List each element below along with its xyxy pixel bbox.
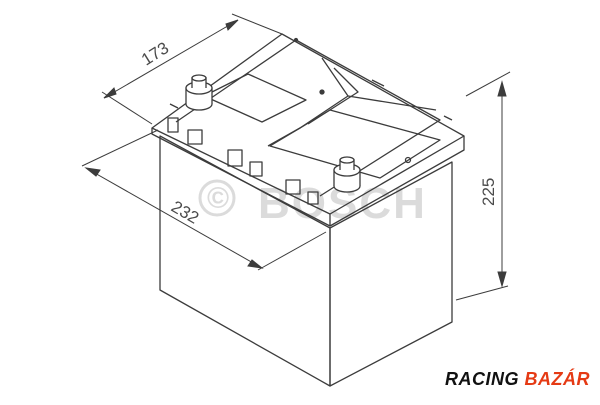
lid-latch-2 — [187, 129, 203, 145]
battery-lid — [151, 33, 465, 227]
terminal-right-icon — [333, 156, 361, 193]
ext-line-depth-a — [101, 91, 153, 125]
lid-rim-front — [151, 128, 331, 227]
dim-line-length — [85, 167, 263, 269]
copyright-circle-icon — [198, 179, 236, 217]
lid-latch-4 — [249, 161, 263, 177]
lid-rim-side — [329, 136, 465, 227]
lid-ridge-b — [347, 95, 437, 111]
vent-dot-1 — [319, 89, 325, 95]
ext-line-depth-b — [231, 13, 283, 35]
arrowhead-length-a — [84, 167, 101, 177]
arrowhead-depth-b — [225, 19, 239, 31]
arrowhead-height-a — [497, 80, 507, 97]
logo-word-racing: RACING — [444, 369, 519, 389]
racing-bazar-logo: RACING BAZÁR — [445, 369, 590, 390]
ext-line-height-b — [455, 285, 509, 301]
vent-dot-3 — [293, 37, 299, 43]
logo-word-bazar: BAZÁR — [524, 369, 590, 389]
arrowhead-height-b — [497, 271, 507, 288]
arrowhead-depth-a — [103, 87, 117, 99]
ext-line-length-b — [257, 231, 327, 271]
watermark-symbol: © — [207, 182, 229, 215]
lid-rear-panel — [203, 73, 307, 123]
vent-dot-2 — [404, 156, 412, 164]
dimension-lines — [81, 13, 511, 301]
dim-label-height: 225 — [479, 178, 498, 206]
lid-latch-6 — [307, 191, 319, 205]
ext-line-height-a — [465, 71, 511, 97]
lid-latch-3 — [227, 149, 243, 167]
battery-side-face — [329, 161, 453, 387]
dim-line-depth — [103, 19, 239, 99]
ext-line-length-a — [81, 129, 159, 167]
rim-rib-3 — [169, 103, 179, 109]
terminals — [185, 74, 361, 193]
dim-label-depth: 173 — [138, 38, 172, 69]
dim-label-length: 232 — [168, 197, 202, 228]
lid-latch-5 — [285, 179, 301, 195]
lid-ridge-a — [267, 57, 349, 147]
lid-plateau — [175, 39, 441, 197]
arrowhead-length-b — [247, 259, 264, 269]
rim-rib-1 — [371, 79, 385, 87]
terminal-left-icon — [185, 74, 213, 111]
battery-body — [159, 135, 453, 387]
rim-rib-2 — [443, 115, 453, 121]
lid-latch-1 — [167, 117, 179, 133]
